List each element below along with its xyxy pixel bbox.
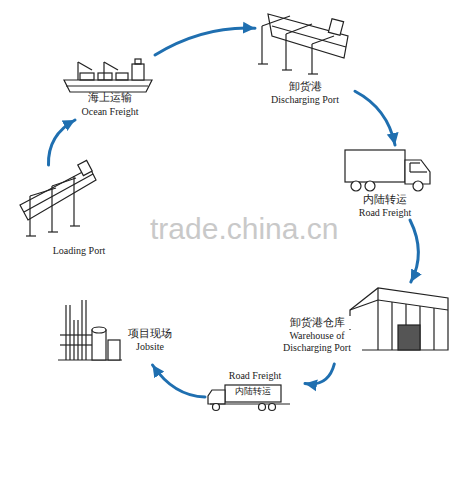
flow-arrow — [410, 220, 418, 282]
station-label: Jobsite — [117, 341, 183, 353]
station-label: 卸货港仓库 — [272, 316, 362, 329]
station-label: 内陆转运 — [335, 193, 435, 206]
station-node: Road Freight 内陆转运 — [205, 370, 305, 415]
warehouse-building — [350, 288, 448, 350]
box-truck — [345, 150, 430, 191]
station-label: 卸货港 — [255, 80, 355, 93]
station-node: 项目现场Jobsite — [55, 295, 185, 365]
station-label: 海上运输 — [60, 91, 160, 104]
station-node: 内陆转运Road Freight — [335, 145, 435, 220]
station-label: 内陆转运 — [226, 386, 280, 397]
station-label: Ocean Freight — [60, 106, 160, 118]
station-node: 卸货港Discharging Port — [255, 2, 355, 107]
flow-arrow — [153, 365, 206, 397]
station-label: Loading Port — [38, 245, 120, 257]
flow-arrow — [48, 120, 75, 165]
station-label: Road Freight — [205, 370, 305, 382]
station-node: 海上运输 Ocean Freight — [60, 55, 160, 120]
flow-arrow — [155, 28, 255, 55]
flow-arrow — [305, 364, 334, 384]
cargo-ship — [64, 59, 152, 92]
station-node: Loading Port — [10, 165, 120, 260]
station-label: Road Freight — [335, 207, 435, 219]
watermark: trade.china.cn — [150, 212, 338, 246]
tanker-at-quay — [258, 14, 348, 74]
station-label: Warehouse of Discharging Port — [272, 330, 362, 354]
box-truck-small — [208, 385, 290, 411]
station-node: 卸货港仓库Warehouse of Discharging Port — [272, 282, 450, 364]
flow-arrow — [355, 91, 395, 145]
station-label: Discharging Port — [255, 94, 355, 106]
station-label: 项目现场 — [117, 327, 183, 340]
industrial-plant — [58, 300, 122, 360]
loading-ship — [20, 160, 96, 236]
